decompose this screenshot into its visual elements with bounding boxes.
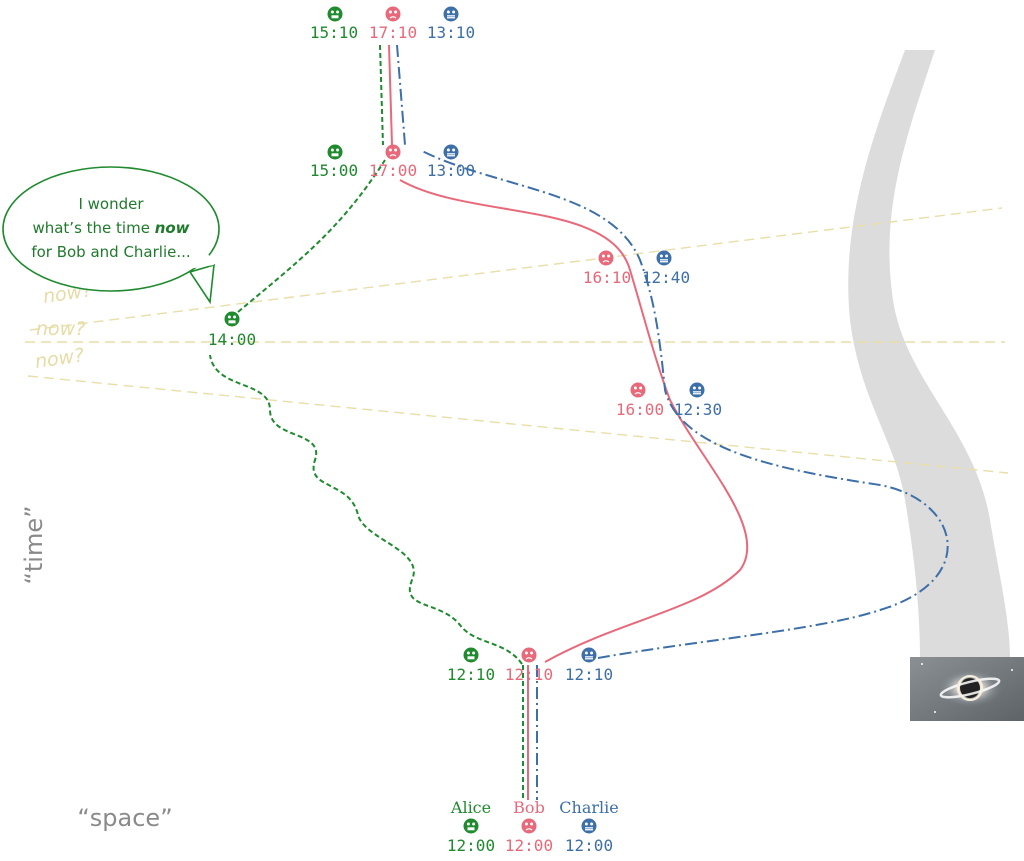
alice-name-label: Alice <box>450 798 491 817</box>
charlie-time-start: 12:00 <box>565 836 613 855</box>
simultaneity-lines <box>25 207 1009 474</box>
time-axis-label: “time” <box>20 505 48 584</box>
grimacing-face-icon <box>443 144 459 160</box>
bob-time-depart: 12:10 <box>505 665 553 684</box>
alice-time-depart: 12:10 <box>447 665 495 684</box>
grimacing-face-icon <box>443 6 459 22</box>
worried-face-icon <box>385 144 401 160</box>
bob-time-bob-charlie-lower: 16:00 <box>616 400 664 419</box>
grimacing-face-icon <box>581 647 597 663</box>
grimacing-face-icon <box>656 250 672 266</box>
bob-name-label: Bob <box>513 798 545 817</box>
speech-bubble-line-3: for Bob and Charlie... <box>31 243 190 261</box>
charlie-time-end: 13:10 <box>427 23 475 42</box>
alice-time-alice-alone: 14:00 <box>208 330 256 349</box>
worried-face-icon <box>521 647 537 663</box>
now-label-lower: now? <box>34 344 86 373</box>
black-hole-worldline <box>848 50 1010 660</box>
speech-bubble: I wonder what’s the time now for Bob and… <box>2 166 220 305</box>
now-line-lower <box>27 375 1009 474</box>
charlie-worldline <box>396 44 949 800</box>
grinning-face-icon <box>463 647 479 663</box>
charlie-time-depart: 12:10 <box>565 665 613 684</box>
worried-face-icon <box>598 250 614 266</box>
grinning-face-icon <box>224 311 240 327</box>
grinning-face-icon <box>327 144 343 160</box>
grimacing-face-icon <box>581 818 597 834</box>
bob-time-end: 17:10 <box>369 23 417 42</box>
alice-worldline <box>209 44 524 800</box>
alice-time-end: 15:10 <box>310 23 358 42</box>
now-line-upper <box>29 207 1003 331</box>
charlie-time-bob-charlie-lower: 12:30 <box>674 400 722 419</box>
bob-worldline <box>388 44 749 800</box>
bob-time-reunion: 17:00 <box>369 161 417 180</box>
speech-bubble-line-2: what’s the time now <box>32 219 189 237</box>
charlie-time-bob-charlie-upper: 12:40 <box>642 268 690 287</box>
alice-time-start: 12:00 <box>447 836 495 855</box>
grimacing-face-icon <box>689 382 705 398</box>
charlie-name-label: Charlie <box>559 798 618 817</box>
grinning-face-icon <box>327 6 343 22</box>
space-axis-label: “space” <box>77 804 172 832</box>
worried-face-icon <box>521 818 537 834</box>
bob-time-start: 12:00 <box>505 836 553 855</box>
grinning-face-icon <box>463 818 479 834</box>
worried-face-icon <box>385 6 401 22</box>
speech-bubble-line-2-text: what’s the time <box>32 219 154 237</box>
event-markers: 12:00 12:00 12:00 12:10 12:10 12:10 14:00 16:10… <box>208 6 722 855</box>
black-hole-image <box>910 657 1024 721</box>
alice-time-reunion: 15:00 <box>310 161 358 180</box>
now-label-middle: now? <box>36 318 85 340</box>
charlie-time-reunion: 13:00 <box>427 161 475 180</box>
speech-bubble-emphasis: now <box>155 219 190 237</box>
worried-face-icon <box>630 382 646 398</box>
speech-bubble-line-1: I wonder <box>78 195 144 213</box>
bob-time-bob-charlie-upper: 16:10 <box>583 268 631 287</box>
